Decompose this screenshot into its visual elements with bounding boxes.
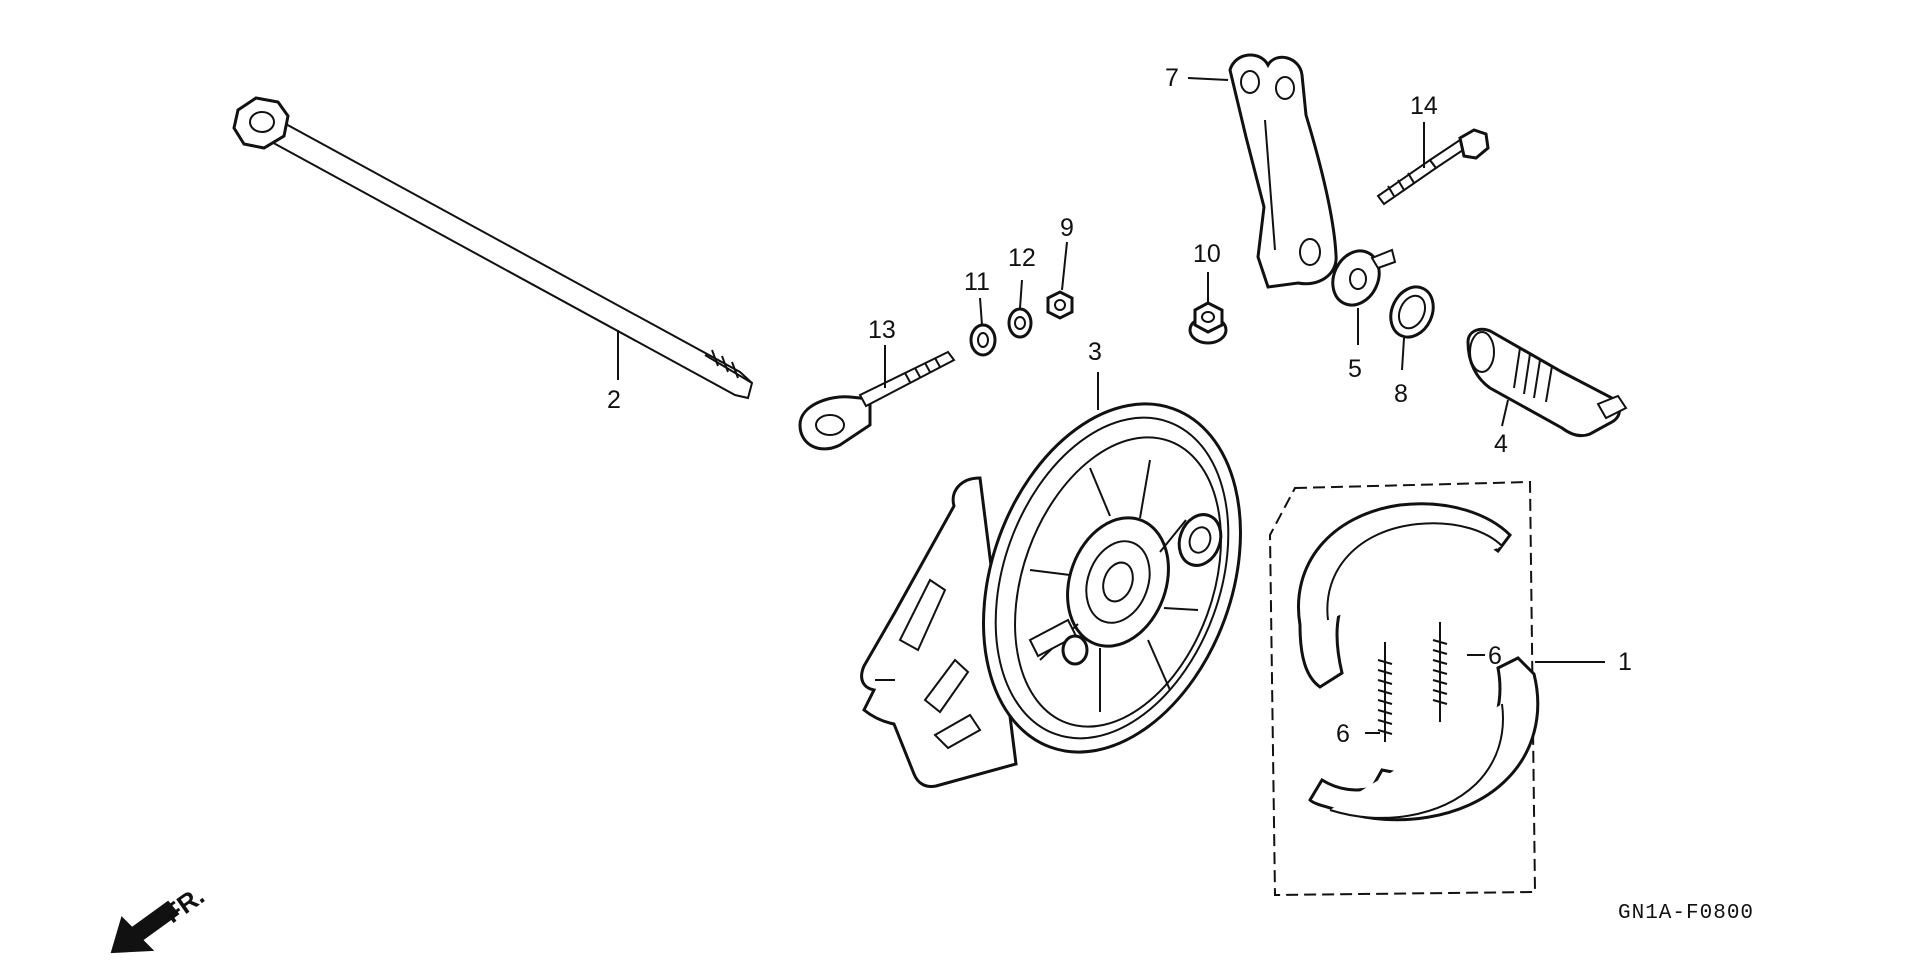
callout-12: 12 <box>1008 244 1036 272</box>
callout-2: 2 <box>607 386 621 414</box>
callout-11: 11 <box>964 268 990 296</box>
callout-1: 1 <box>1618 648 1632 676</box>
callout-7: 7 <box>1165 64 1179 92</box>
callout-5: 5 <box>1348 355 1362 383</box>
front-direction-marker: FR. <box>110 880 210 954</box>
callout-13: 13 <box>868 316 896 344</box>
callout-8: 8 <box>1394 380 1408 408</box>
drawing-code: GN1A-F0800 <box>1618 902 1754 925</box>
nut-part <box>1046 290 1074 320</box>
callout-6-upper: 6 <box>1488 642 1502 670</box>
callout-9: 9 <box>1060 214 1074 242</box>
front-arrow-icon <box>110 900 180 954</box>
brake-shoe-group <box>1268 480 1605 897</box>
bolt-part <box>1376 128 1490 206</box>
callout-3: 3 <box>1088 338 1102 366</box>
brake-arm-part <box>1228 53 1338 289</box>
callout-6-lower: 6 <box>1336 720 1350 748</box>
washer-part <box>969 323 997 357</box>
callout-labels: 1 2 3 4 5 6 6 7 8 9 10 11 12 13 14 <box>607 64 1632 748</box>
callout-14: 14 <box>1410 92 1438 120</box>
adjusting-bolt-part <box>798 350 956 451</box>
dust-seal-part <box>1389 285 1435 339</box>
brake-panel-part <box>860 402 1242 788</box>
flange-nut-part <box>1188 301 1228 345</box>
brake-cam-part <box>1466 327 1628 438</box>
leader-lines <box>617 77 1509 427</box>
lock-washer-part <box>1007 307 1033 339</box>
indicator-plate-part <box>1331 248 1397 307</box>
axle-part <box>232 96 754 400</box>
callout-10: 10 <box>1193 240 1221 268</box>
callout-4: 4 <box>1494 430 1508 458</box>
